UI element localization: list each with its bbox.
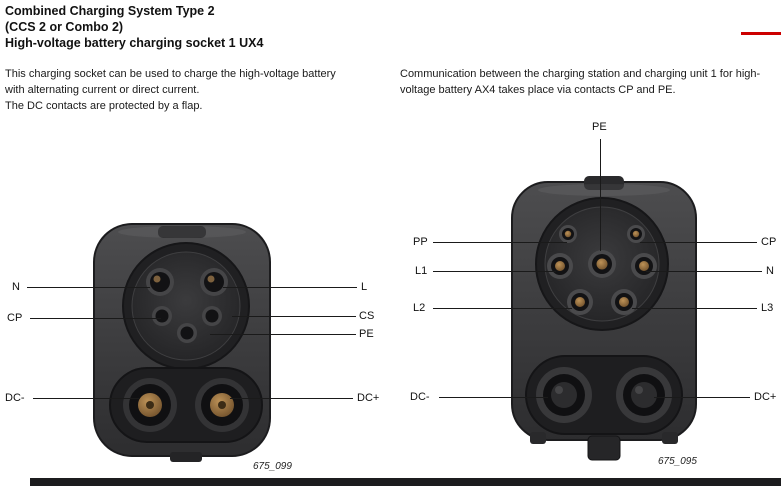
contact-cs	[202, 306, 222, 326]
leader-dc-minus	[33, 398, 140, 399]
leader-l	[223, 287, 357, 288]
leader-n-right	[646, 271, 762, 272]
right-socket-dc-face	[525, 355, 683, 435]
leader-pp	[433, 242, 567, 243]
contact-cp	[627, 225, 645, 243]
pin-label-pe-left: PE	[359, 328, 374, 340]
contact-dc-plus	[195, 378, 249, 432]
pin-label-l2: L2	[413, 302, 426, 314]
contact-l3	[611, 289, 637, 315]
pin-label-cs: CS	[359, 310, 375, 322]
pin-label-cp: CP	[7, 312, 23, 324]
pin-label-cp-right: CP	[761, 236, 777, 248]
pin-label-dc-minus-right: DC-	[410, 391, 430, 403]
pin-label-dc-plus-right: DC+	[754, 391, 777, 403]
leader-l2	[433, 308, 572, 309]
leader-dc-minus-right	[439, 397, 548, 398]
figure-right-caption: 675_095	[658, 456, 697, 467]
contact-n	[146, 268, 174, 296]
left-socket-dc-face	[109, 367, 263, 443]
contact-dc-minus	[536, 367, 592, 423]
pin-label-pe-top: PE	[592, 121, 607, 133]
leader-n	[27, 287, 150, 288]
leader-l1	[433, 271, 556, 272]
left-socket-ac-face	[122, 242, 250, 370]
intro-left-paragraph2: The DC contacts are protected by a flap.	[5, 100, 203, 112]
contact-pe	[588, 250, 616, 278]
contact-pe	[177, 323, 197, 343]
leader-cp-right	[640, 242, 757, 243]
right-socket-ac-face	[535, 197, 669, 331]
accent-rule	[741, 32, 781, 35]
leader-dc-plus	[230, 398, 353, 399]
page-header: Combined Charging System Type 2 (CCS 2 o…	[5, 3, 263, 51]
page-title-line3: High-voltage battery charging socket 1 U…	[5, 36, 264, 50]
intro-left-paragraph1: This charging socket can be used to char…	[5, 68, 336, 96]
contact-pp	[559, 225, 577, 243]
contact-l2	[567, 289, 593, 315]
contact-l	[200, 268, 228, 296]
pin-label-dc-minus: DC-	[5, 392, 25, 404]
pin-label-n-right: N	[766, 265, 774, 277]
figure-left-caption: 675_099	[253, 461, 292, 472]
leader-cs	[232, 316, 356, 317]
pin-label-pp: PP	[413, 236, 428, 248]
intro-right: Communication between the charging stati…	[400, 66, 762, 98]
leader-cp	[30, 318, 161, 319]
pin-label-dc-plus: DC+	[357, 392, 380, 404]
pin-label-l1: L1	[415, 265, 428, 277]
page-title-line2: (CCS 2 or Combo 2)	[5, 20, 124, 34]
contact-dc-minus	[123, 378, 177, 432]
contact-cp	[152, 306, 172, 326]
intro-right-paragraph1: Communication between the charging stati…	[400, 68, 761, 96]
intro-left: This charging socket can be used to char…	[5, 66, 345, 114]
figure-left-socket-image	[93, 223, 271, 462]
leader-l3	[632, 308, 757, 309]
figure-right-socket-image	[511, 176, 697, 461]
pin-label-n: N	[12, 281, 20, 293]
page-title-line1: Combined Charging System Type 2	[5, 4, 215, 18]
contact-l1	[547, 253, 573, 279]
contact-n	[631, 253, 657, 279]
pin-label-l3: L3	[761, 302, 774, 314]
leader-pe-vertical	[600, 139, 601, 251]
leader-dc-plus-right	[654, 397, 750, 398]
contact-dc-plus	[616, 367, 672, 423]
footer-rule-bar	[30, 478, 781, 486]
leader-pe-left	[210, 334, 356, 335]
pin-label-l: L	[361, 281, 368, 293]
